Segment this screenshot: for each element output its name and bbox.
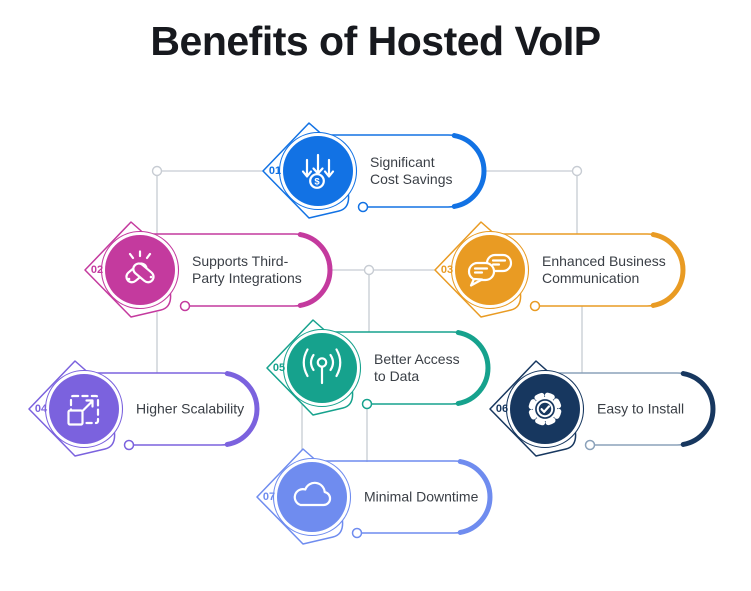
item-number: 03: [440, 264, 454, 276]
handshake-icon: [125, 250, 155, 284]
pill-right-arc: [457, 459, 493, 535]
icon-circle: [510, 374, 580, 444]
benefit-item-04: 04 Higher Scalability: [14, 353, 265, 465]
pill-right-arc: [680, 371, 716, 447]
item-label: Significant Cost Savings: [370, 154, 453, 187]
junction-dot: [363, 264, 375, 276]
pill-end-dot: [529, 300, 541, 312]
benefit-item-04-art: [28, 360, 260, 457]
benefit-item-02-art: [84, 221, 333, 318]
item-label: Better Access to Data: [374, 351, 460, 384]
benefit-item-07-art: [256, 448, 493, 545]
pill-end-dot: [351, 527, 363, 539]
benefit-item-07: 07 Minimal Downtime: [242, 441, 498, 553]
item-number: 07: [262, 491, 276, 503]
item-label: Easy to Install: [597, 400, 685, 417]
pill-right-arc: [297, 232, 333, 308]
pill-right-arc: [451, 133, 487, 209]
item-label: Minimal Downtime: [364, 488, 479, 505]
cloud-icon: [293, 481, 332, 507]
benefit-item-03: 03 Enhanced Business Communication: [420, 214, 691, 326]
chat-bubbles-icon: [467, 253, 513, 287]
junction-dot: [571, 165, 583, 177]
icon-circle: [277, 462, 347, 532]
benefit-item-06-art: [489, 360, 716, 457]
page-title: Benefits of Hosted VoIP: [150, 18, 601, 64]
benefit-item-05-art: [266, 319, 491, 416]
pill-end-dot: [123, 439, 135, 451]
pill-end-dot: [357, 201, 369, 213]
benefit-item-02: 02 Supports Third- Party Integrations: [70, 214, 338, 326]
gear-check-icon: [528, 392, 562, 426]
broadcast-signal-icon: [302, 348, 342, 385]
pill-end-dot: [179, 300, 191, 312]
item-label: Enhanced Business Communication: [542, 253, 666, 286]
pill-right-arc: [224, 371, 260, 447]
pill-right-arc: [650, 232, 686, 308]
benefit-item-01-art: $: [262, 122, 487, 219]
item-number: 02: [90, 264, 104, 276]
item-number: 06: [495, 403, 509, 415]
item-label: Supports Third- Party Integrations: [192, 253, 302, 286]
svg-text:$: $: [314, 176, 320, 187]
junction-dot: [151, 165, 163, 177]
benefit-item-05: 05 Better Access to Data: [252, 312, 496, 424]
benefit-item-03-art: [434, 221, 686, 318]
scale-expand-icon: [67, 394, 100, 426]
item-number: 04: [34, 403, 48, 415]
pill-end-dot: [584, 439, 596, 451]
money-saving-arrows-icon: $: [301, 153, 335, 189]
pill-end-dot: [361, 398, 373, 410]
benefit-item-06: 06 Easy to Install: [475, 353, 721, 465]
item-number: 01: [268, 165, 282, 177]
pill-right-arc: [455, 330, 491, 406]
item-label: Higher Scalability: [136, 400, 245, 417]
item-number: 05: [272, 362, 286, 374]
benefit-item-01: $ 01 Significant Cost Savings: [248, 115, 492, 227]
